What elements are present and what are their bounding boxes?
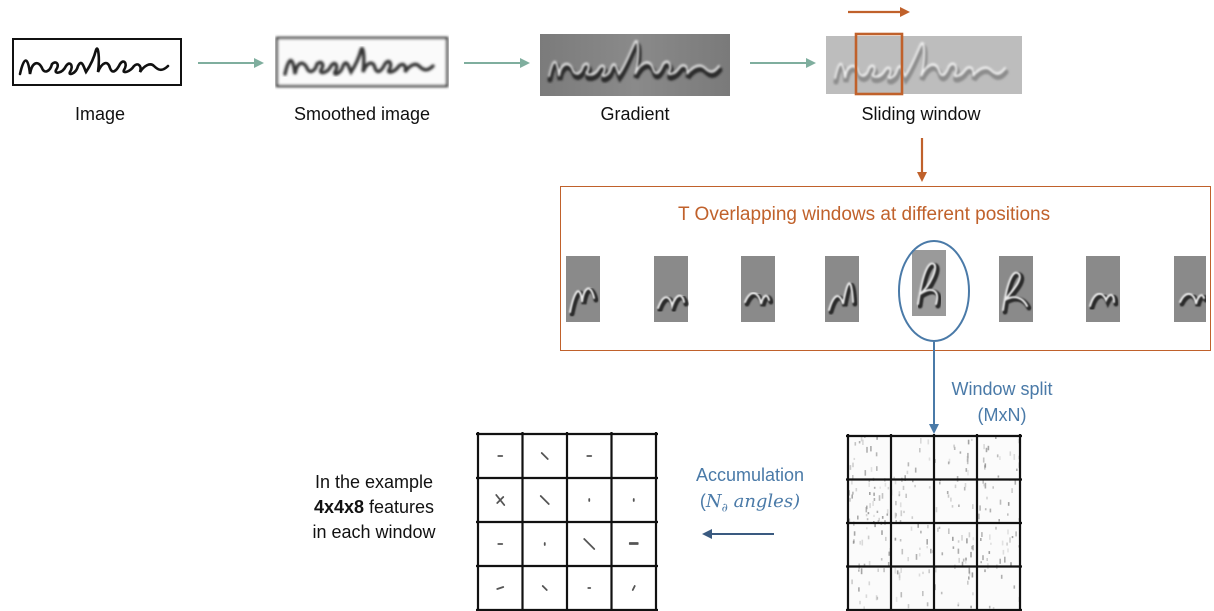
window-thumbnail-3 <box>741 256 775 322</box>
accumulation-label: Accumulation (N∂ angles) <box>688 462 812 521</box>
stage-arrow-2 <box>464 58 530 68</box>
blue-down-arrow-icon <box>929 342 939 434</box>
note-line2-rest: features <box>364 497 435 517</box>
handwriting-icon <box>826 32 1022 96</box>
highlight-circle <box>898 240 970 342</box>
split-grid-lines <box>846 434 1022 611</box>
windows-panel-title: T Overlapping windows at different posit… <box>678 204 1051 225</box>
accumulation-angles: angles) <box>727 491 801 512</box>
window-thumbnail-2 <box>654 256 689 322</box>
window-thumbnail-7 <box>1086 256 1120 322</box>
accumulation-subscript: ∂ <box>721 500 728 515</box>
stage-label-image: Image <box>74 104 126 124</box>
window-thumbnail-4 <box>825 256 859 322</box>
accumulation-line2: (N∂ angles) <box>688 488 812 521</box>
sliding-window-box <box>854 32 904 96</box>
handwriting-icon <box>540 34 730 96</box>
stage-image-thumbnail <box>12 36 182 88</box>
accumulation-left-arrow-icon <box>702 529 774 539</box>
handwriting-icon <box>12 38 182 86</box>
window-thumbnail-5 <box>912 250 946 316</box>
window-thumbnail-8 <box>1174 256 1206 322</box>
window-split-line2: (MxN) <box>977 405 1027 425</box>
window-split-label: Window split (MxN) <box>946 376 1058 428</box>
stage-sliding-thumbnail <box>826 32 1022 96</box>
stage-label-gradient: Gradient <box>600 104 670 124</box>
note-line3: in each window <box>312 522 436 542</box>
stage-smoothed-thumbnail <box>275 34 449 90</box>
feature-grid-lines <box>476 432 658 611</box>
accumulation-open-paren: ( <box>699 491 706 511</box>
window-thumbnail-6 <box>999 256 1033 322</box>
stage-gradient-thumbnail <box>540 34 730 96</box>
accumulation-symbol: N <box>705 491 722 512</box>
window-split-grid <box>846 434 1022 611</box>
orange-right-arrow-icon <box>848 7 910 17</box>
window-thumbnails <box>566 250 1206 322</box>
split-grid-texture <box>848 436 1021 611</box>
feature-marks <box>495 452 639 591</box>
window-split-line1: Window split <box>951 379 1053 399</box>
stage-label-sliding: Sliding window <box>861 104 981 124</box>
note-line2: 4x4x8 features <box>292 495 456 520</box>
windows-strip <box>566 250 1206 330</box>
windows-panel <box>560 186 1211 351</box>
note-line2-bold: 4x4x8 <box>313 497 364 517</box>
window-thumbnail-1 <box>566 256 600 322</box>
stage-arrow-1 <box>198 58 264 68</box>
example-note: In the example 4x4x8 features in each wi… <box>292 470 456 545</box>
note-line1: In the example <box>314 472 434 492</box>
accumulation-line1: Accumulation <box>695 465 805 485</box>
stage-arrow-3 <box>750 58 816 68</box>
orange-down-arrow-icon <box>917 138 927 182</box>
feature-grid <box>476 432 658 611</box>
stage-label-smoothed: Smoothed image <box>293 104 431 124</box>
handwriting-icon <box>275 36 449 88</box>
